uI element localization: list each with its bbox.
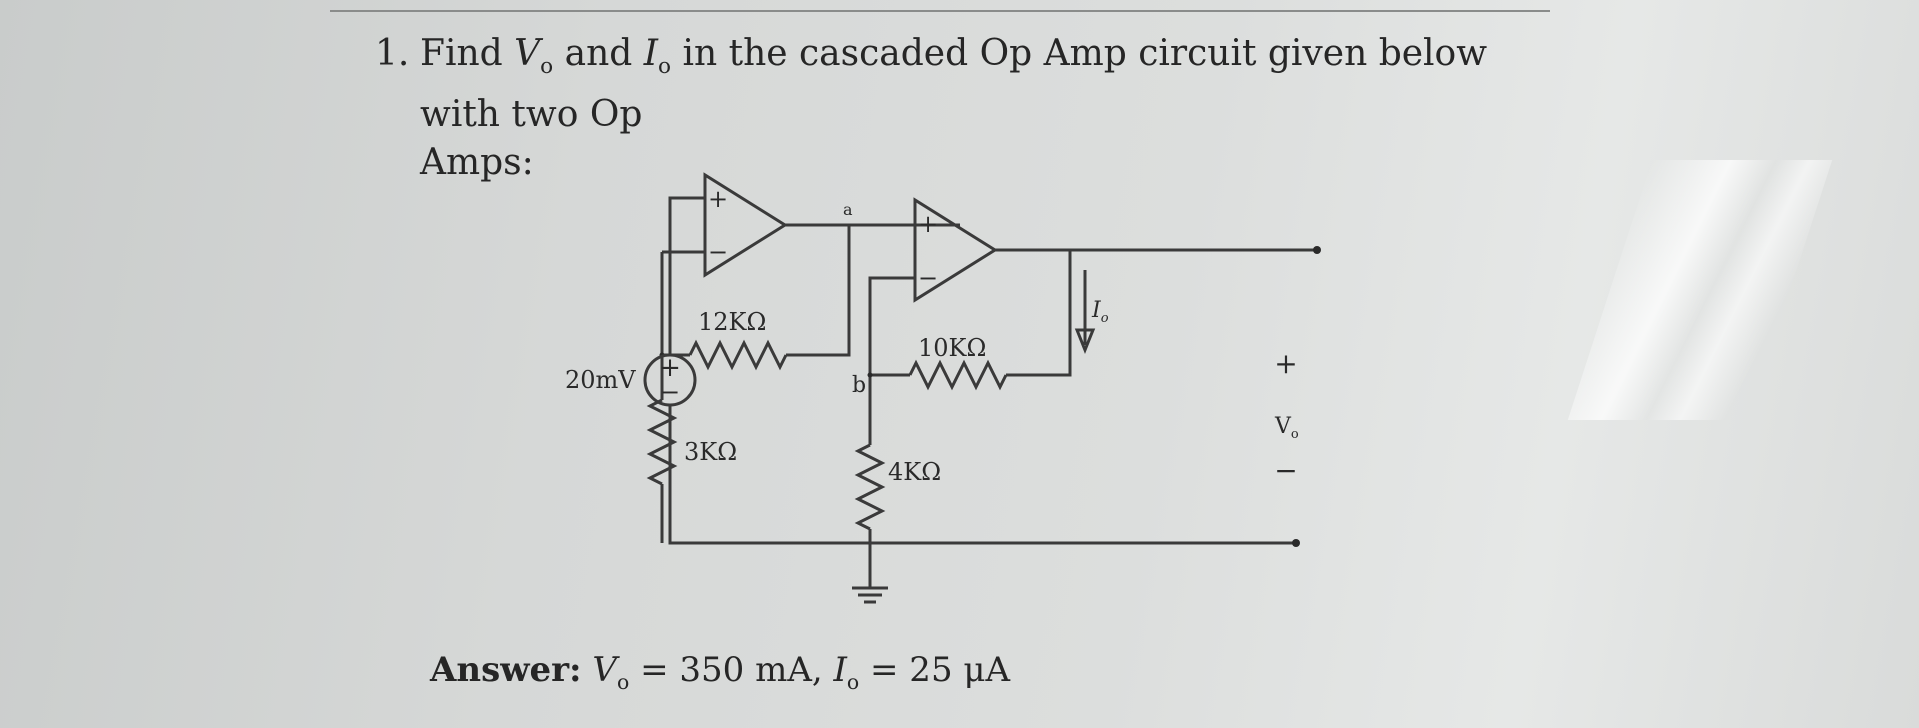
r-12k-label: 12KΩ xyxy=(698,308,766,336)
top-rule xyxy=(330,10,1550,12)
r-3k-label: 3KΩ xyxy=(684,438,737,466)
wire-10k-right xyxy=(1006,250,1072,377)
problem-number: 1. xyxy=(375,33,410,74)
answer-vo-value: = 350 mA, xyxy=(629,650,834,690)
resistor-4k xyxy=(854,443,886,531)
wire-opamp2-neg xyxy=(868,276,915,375)
wire-source-bottom xyxy=(668,405,1296,545)
resistor-10k xyxy=(908,359,1008,391)
opamp1-plus: + xyxy=(708,185,728,213)
voltage-source xyxy=(643,353,697,407)
source-plus-sign: + xyxy=(659,353,681,383)
vo-minus-sign: − xyxy=(1274,454,1297,487)
resistor-3k xyxy=(646,398,678,486)
r-10k-label: 10KΩ xyxy=(918,334,986,362)
problem-text: Find Vo and Io in the cascaded Op Amp ci… xyxy=(420,33,1488,184)
ground-symbol xyxy=(852,586,888,604)
opamp-2 xyxy=(913,197,998,303)
vo-plus-sign: + xyxy=(1274,347,1297,380)
vo-terminal-bottom xyxy=(1292,539,1300,547)
answer-label: Answer: xyxy=(430,650,582,690)
resistor-12k xyxy=(688,339,788,371)
wire-source-top xyxy=(668,196,705,355)
cascaded-opamp-circuit: + − 20mV + − + − a b 12KΩ 3KΩ 10KΩ 4KΩ I… xyxy=(565,172,1321,604)
screen-glare xyxy=(1567,160,1833,420)
source-label: 20mV xyxy=(565,366,636,394)
opamp2-minus: − xyxy=(918,264,938,292)
opamp2-plus: + xyxy=(918,210,938,238)
node-b-label: b xyxy=(852,373,866,398)
io-label: Io xyxy=(1091,298,1109,326)
opamp-1 xyxy=(703,172,788,278)
wire-12k-right xyxy=(786,225,851,357)
vo-terminal-top xyxy=(1313,246,1321,254)
opamp1-minus: − xyxy=(708,238,728,266)
node-b-junction xyxy=(867,372,873,378)
vo-label: Vo xyxy=(1274,414,1299,442)
source-minus-sign: − xyxy=(660,378,680,406)
node-a-label: a xyxy=(843,200,853,219)
answer-io-value: = 25 μA xyxy=(859,650,1011,690)
answer-line: Answer: Vo = 350 mA, Io = 25 μA xyxy=(430,650,1011,694)
r-4k-label: 4KΩ xyxy=(888,458,941,486)
